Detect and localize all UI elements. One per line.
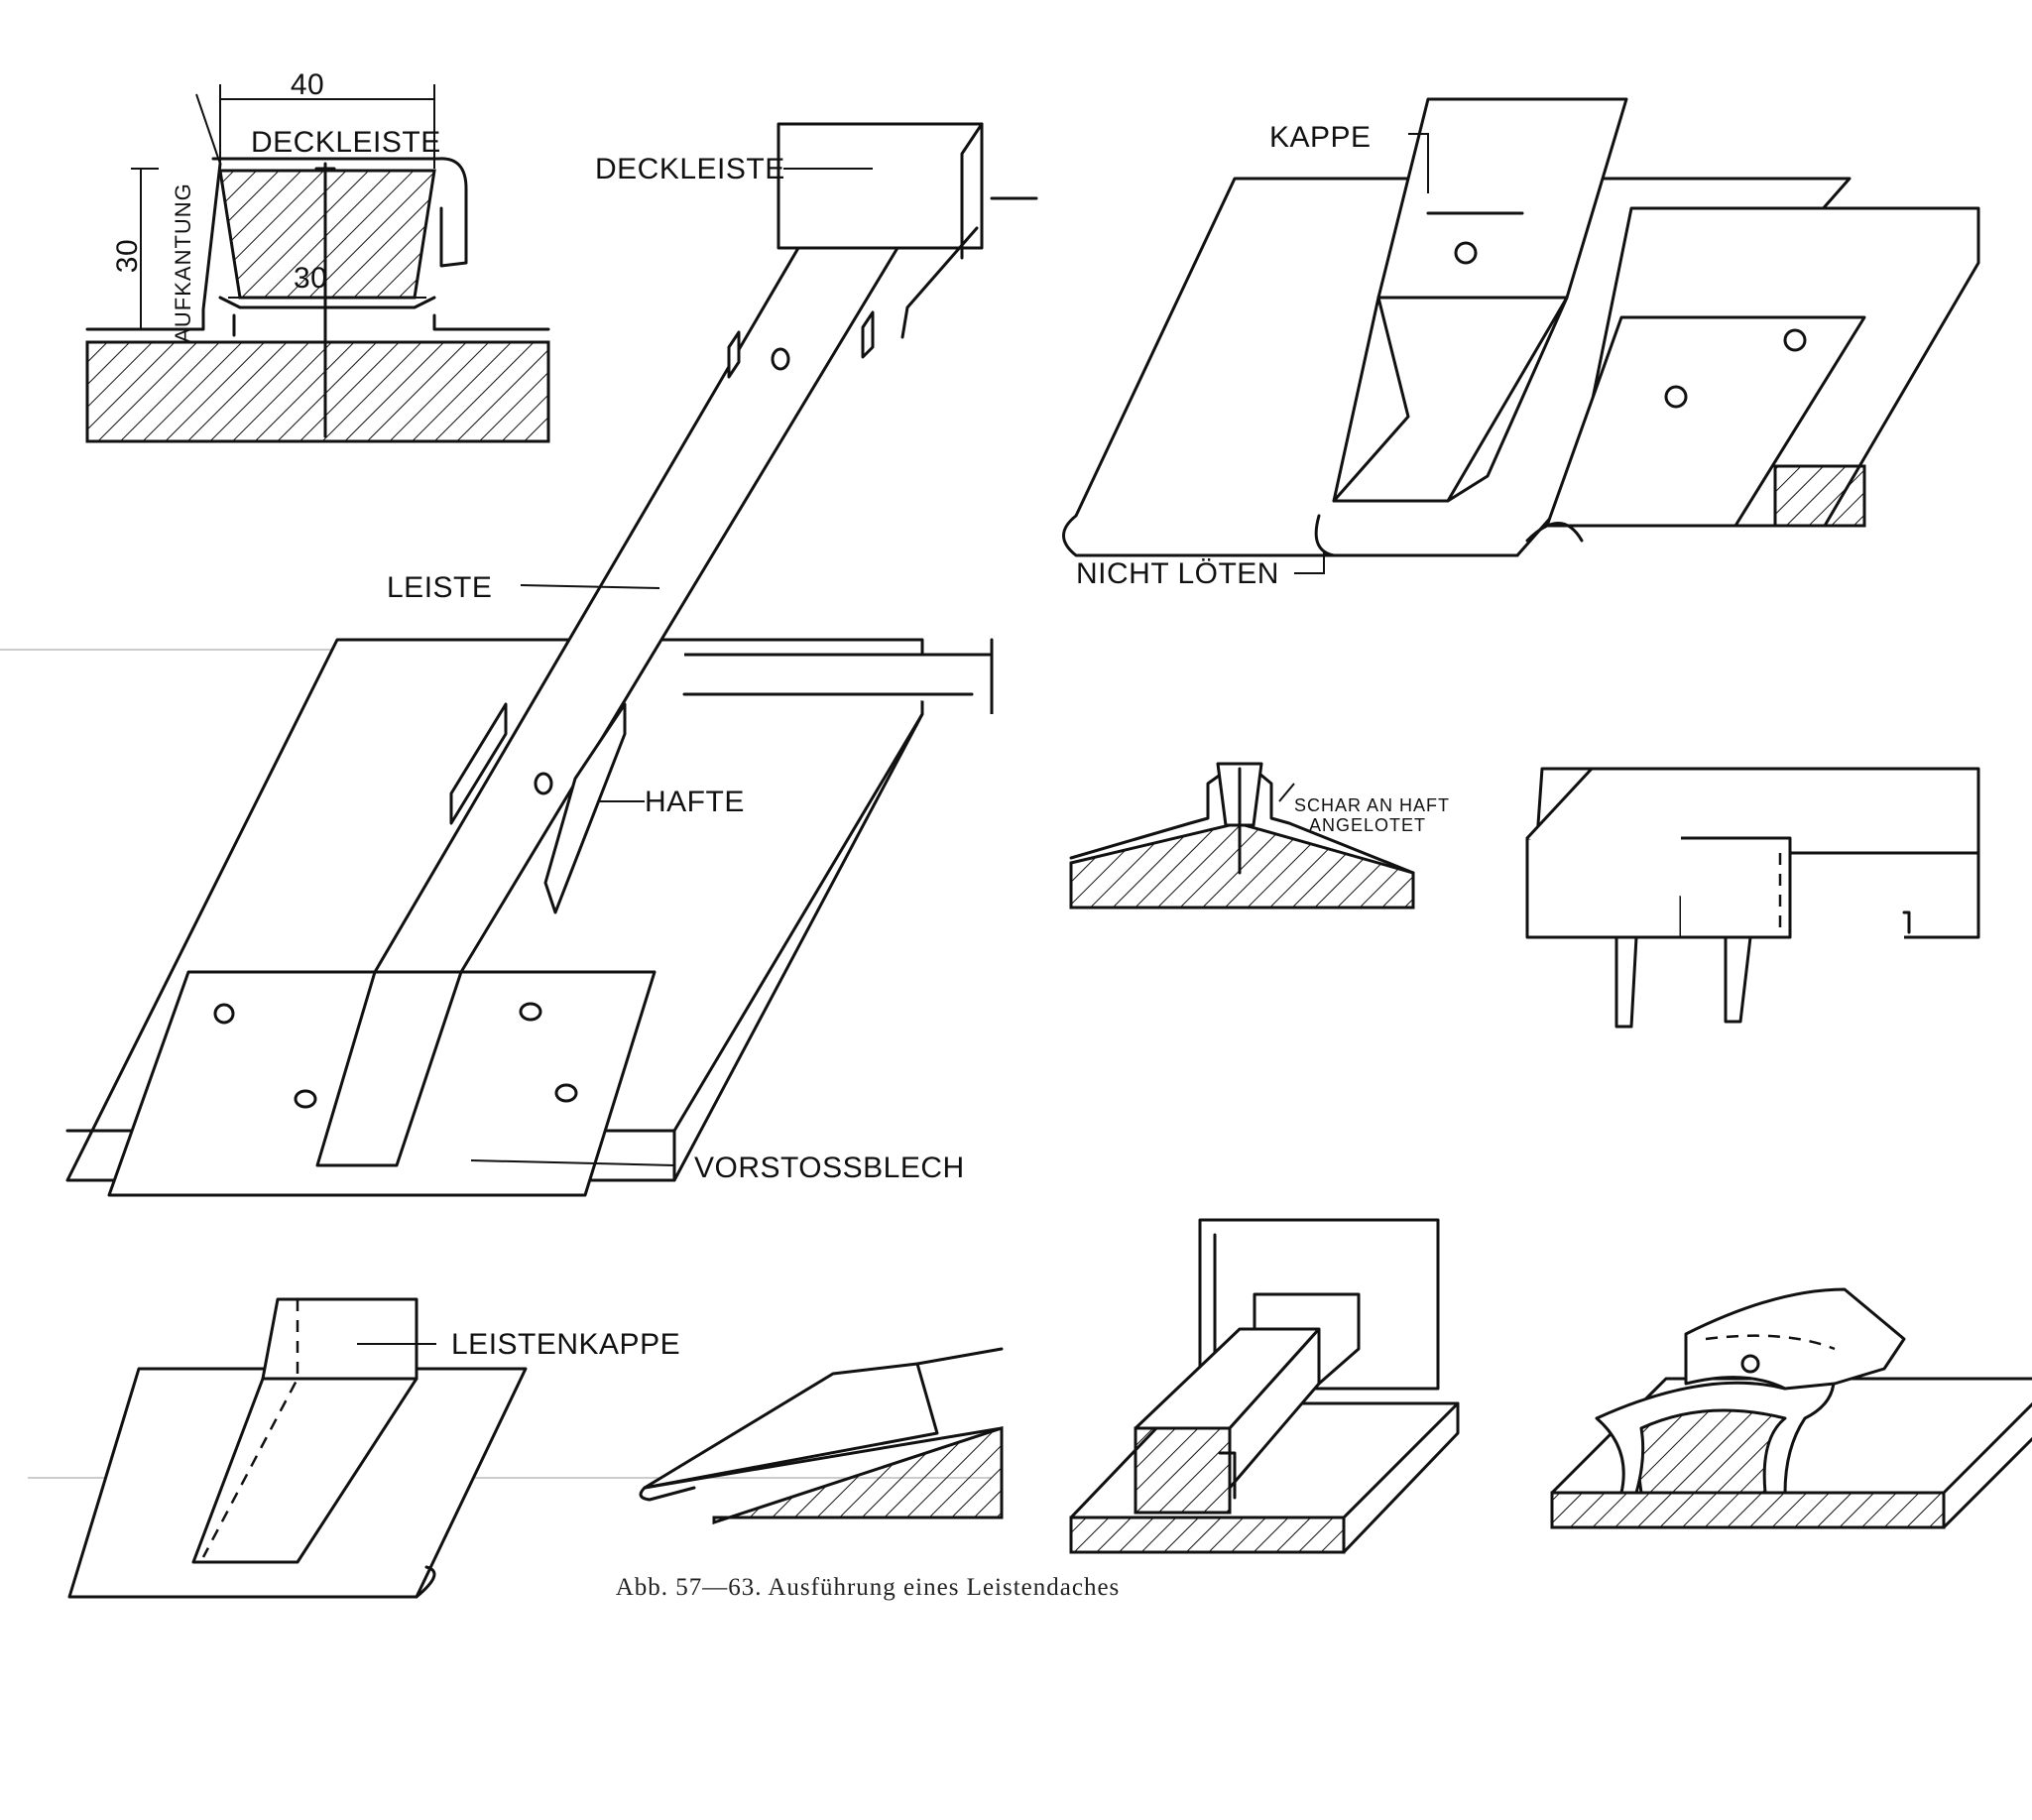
- dim-height-label: 30: [111, 239, 144, 273]
- section-detail: 40 DECKLEISTE 30 AUFKANTUNG 30: [85, 68, 550, 443]
- eave-board: [712, 1425, 1004, 1525]
- ridge-label-line2: ANGELOTET: [1309, 815, 1426, 835]
- batten-cap-label: LEISTENKAPPE: [451, 1328, 680, 1361]
- section-upstand-label: AUFKANTUNG: [171, 182, 195, 343]
- dim-width-label: 40: [291, 68, 324, 101]
- box-board-front: [1069, 1516, 1346, 1554]
- section-sheet-left: [85, 162, 222, 331]
- iso-batten-label: LEISTE: [387, 571, 492, 604]
- box-batten: [1069, 1218, 1460, 1554]
- section-sheet-right: [432, 313, 550, 331]
- iso-clip-right: [543, 702, 627, 914]
- section-base-board: [85, 340, 550, 443]
- ridge-roof-slope: [1069, 821, 1415, 910]
- rounded-cap: [1550, 1287, 2032, 1529]
- iso-cover-strip-label: DECKLEISTE: [595, 153, 785, 185]
- iso-clip-left: [449, 702, 508, 825]
- corner-profile: [1525, 767, 1980, 1029]
- eave-wedge: [639, 1347, 1004, 1525]
- figure-caption: Abb. 57—63. Ausführung eines Leistendach…: [616, 1574, 1121, 1601]
- cap-detail: KAPPE NICHT LÖTEN: [1062, 97, 1980, 590]
- iso-clips-label: HAFTE: [645, 786, 745, 818]
- cap-no-solder-label: NICHT LÖTEN: [1076, 557, 1279, 590]
- iso-cover-strip: [777, 122, 984, 250]
- iso-apron-label: VORSTOSSBLECH: [694, 1152, 965, 1184]
- cap-batten-plate: [1545, 315, 1866, 528]
- section-cover-strip: [211, 157, 468, 268]
- rounded-board-front: [1550, 1491, 1946, 1529]
- batten-cap: LEISTENKAPPE: [67, 1297, 680, 1599]
- main-isometric: DECKLEISTE LEISTE HAFTE VORSTOSSBLECH: [65, 122, 1038, 1197]
- cap-label: KAPPE: [1269, 121, 1372, 154]
- box-batten-end: [1134, 1426, 1232, 1515]
- cap-end-board: [1773, 464, 1866, 528]
- ridge-section: SCHAR AN HAFT ANGELOTET: [1069, 762, 1450, 910]
- ridge-label-line1: SCHAR AN HAFT: [1294, 795, 1450, 815]
- dim-inner-label: 30: [294, 262, 327, 295]
- iso-batten-end: [315, 970, 463, 1167]
- section-cover-strip-label: DECKLEISTE: [251, 126, 441, 159]
- rounded-cap-profile: [1595, 1357, 1836, 1495]
